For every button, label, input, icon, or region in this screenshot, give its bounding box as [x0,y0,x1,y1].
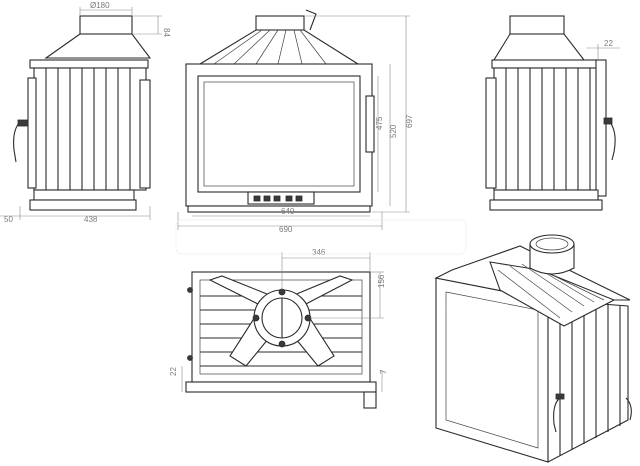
watermark-outline [175,219,467,255]
plan-view [185,271,377,409]
dim-plan-depth: 156 [377,274,386,288]
dim-side-bottom: 50 [4,215,13,224]
dim-plan-width: 346 [312,248,326,257]
dim-collar-height: 84 [162,28,171,37]
side-view-left [13,15,152,211]
dim-front-inner-height: 520 [389,124,398,138]
dim-front-inner-width: 640 [281,207,295,216]
dim-right-offset: 22 [604,39,613,48]
front-view-dimensions: 640 690 475 520 697 [177,15,414,234]
dimension-right-offset: 22 [586,39,620,60]
dimension-collar-height: 84 [132,15,171,37]
dimension-top-diameter: Ø180 [79,1,133,16]
dimension-side-depth: 438 50 [0,206,151,224]
front-view [185,9,375,213]
dim-front-outer-width: 690 [279,225,293,234]
plan-view-dimensions: 346 156 22 7 [169,248,388,392]
dim-front-outer-height: 697 [405,114,414,128]
isometric-view [434,234,632,463]
dim-side-depth: 438 [84,215,98,224]
dim-glass-height: 475 [375,116,384,130]
dim-plan-left: 22 [169,367,178,376]
side-view-right [485,15,616,211]
dim-plan-right: 7 [379,369,388,374]
dim-top-diameter: Ø180 [90,1,110,10]
